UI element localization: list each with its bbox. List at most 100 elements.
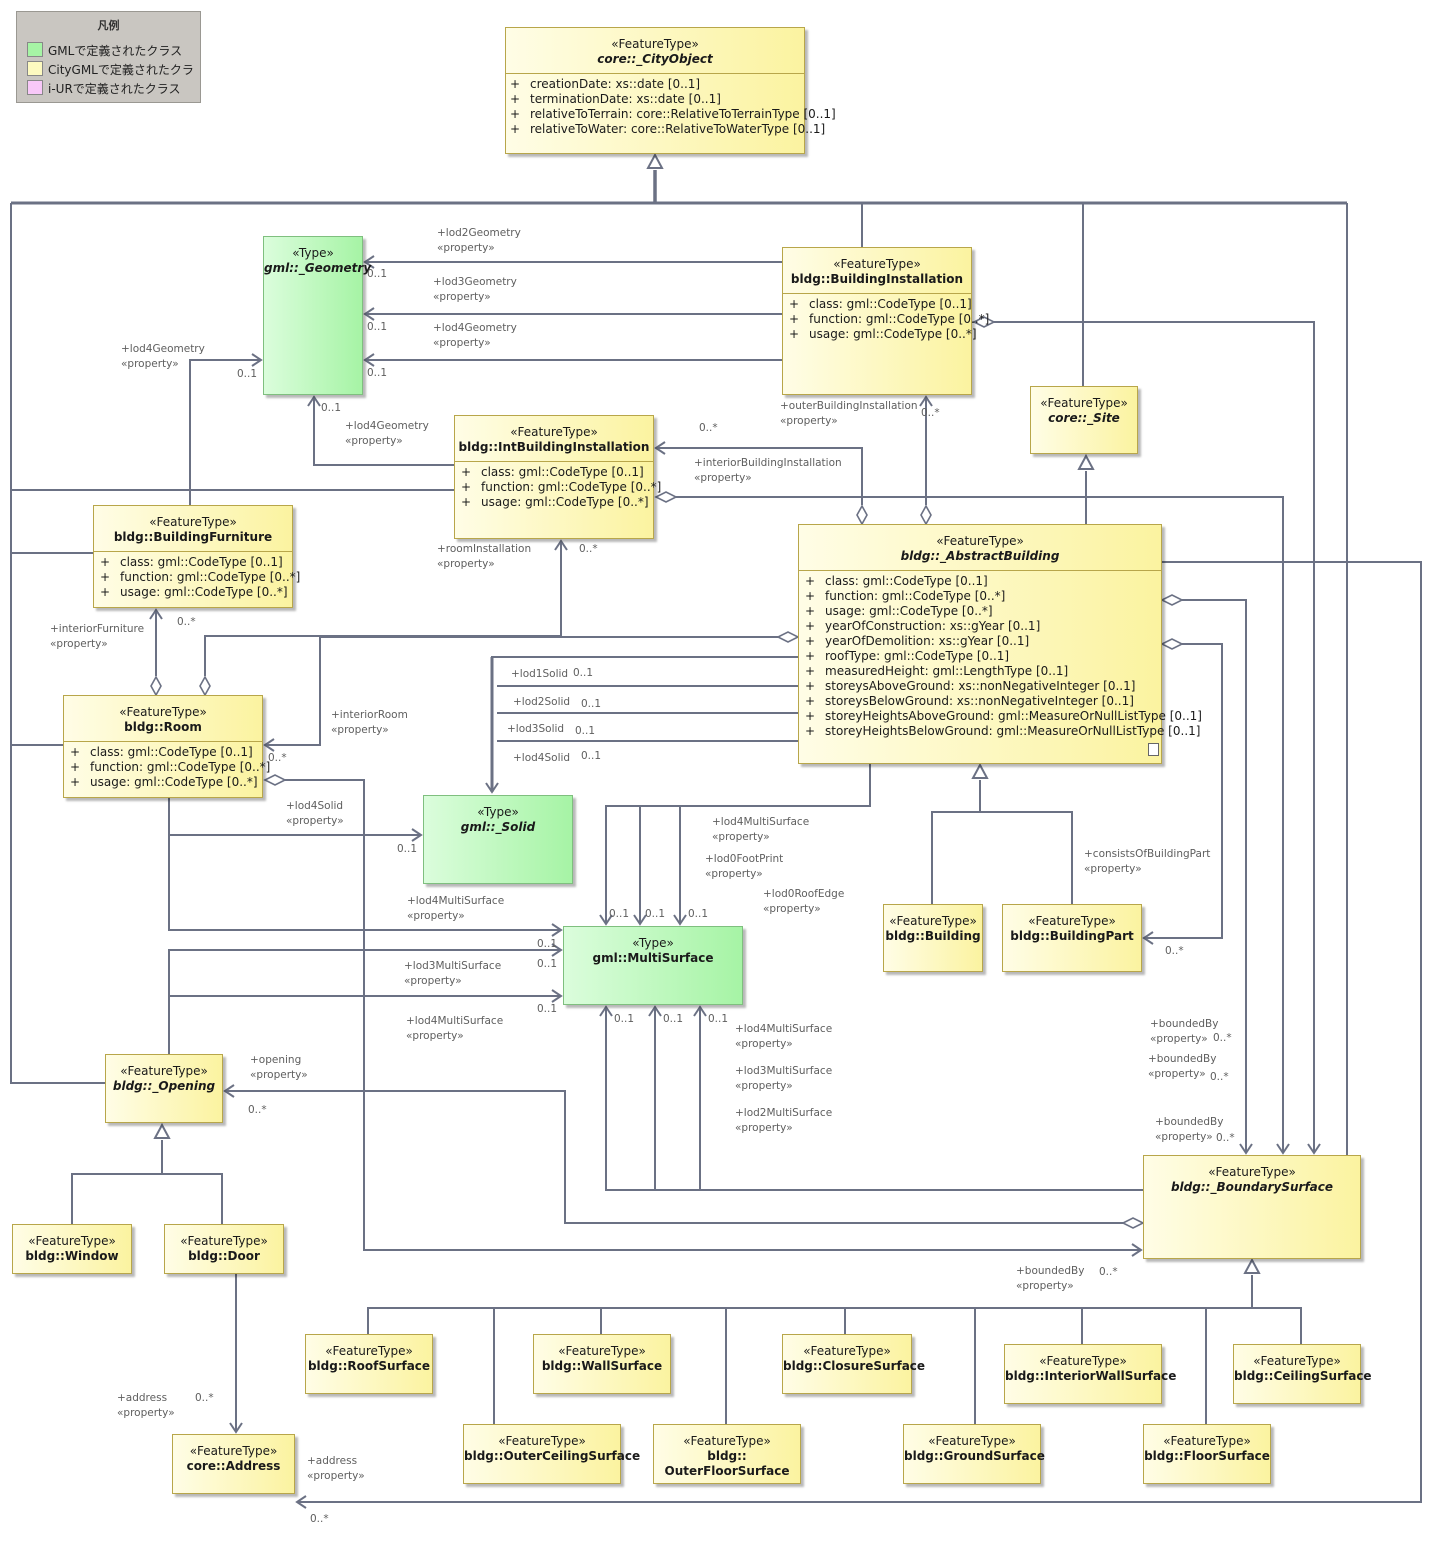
class-header: «FeatureType»bldg::BuildingInstallation — [783, 248, 971, 293]
association-label: +lod2MultiSurface «property» — [735, 1107, 833, 1134]
class-closuresurface[interactable]: «FeatureType»bldg::ClosureSurface — [782, 1334, 926, 1394]
stereotype: «FeatureType» — [119, 705, 207, 719]
class-header: «FeatureType»bldg::BuildingPart — [1003, 905, 1141, 950]
association-label: +lod3Solid — [507, 723, 565, 735]
legend-item-iur: i-URで定義されたクラス — [27, 80, 181, 97]
class-header: «FeatureType»bldg::_BoundarySurface — [1144, 1156, 1360, 1201]
connector — [363, 255, 375, 269]
class-roofsurface[interactable]: «FeatureType»bldg::RoofSurface — [305, 1334, 433, 1394]
class-building[interactable]: «FeatureType»bldg::Building — [883, 904, 983, 972]
class-header: «FeatureType»core::Address — [173, 1435, 294, 1480]
stereotype: «Type» — [292, 246, 334, 260]
class-window[interactable]: «FeatureType»bldg::Window — [12, 1224, 132, 1274]
class-header: «FeatureType»bldg::BuildingFurniture — [94, 506, 292, 551]
class-header: «Type»gml::_Geometry — [264, 237, 371, 282]
class-room[interactable]: «FeatureType»bldg::Room+class: gml::Code… — [63, 695, 270, 798]
connector — [1182, 599, 1247, 1153]
class-name: bldg::GroundSurface — [904, 1449, 1045, 1463]
class-floorsurface[interactable]: «FeatureType»bldg::FloorSurface — [1143, 1424, 1271, 1484]
association-label: +consistsOfBuildingPart «property» — [1084, 848, 1211, 875]
class-ceilingsurface[interactable]: «FeatureType»bldg::CeilingSurface — [1233, 1344, 1372, 1404]
attribute-list: +creationDate: xs::date [0..1]+terminati… — [506, 73, 836, 141]
class-intbuildinginstallation[interactable]: «FeatureType»bldg::IntBuildingInstallati… — [454, 415, 661, 539]
association-label: +lod2Geometry «property» — [437, 227, 521, 254]
association-label: 0..* — [310, 1513, 329, 1525]
association-label: +lod0RoofEdge «property» — [763, 888, 845, 915]
attribute: +creationDate: xs::date [0..1] — [510, 77, 701, 91]
attribute: +usage: gml::CodeType [0..*] — [70, 775, 258, 789]
class-address[interactable]: «FeatureType»core::Address — [172, 1434, 295, 1494]
connector — [1144, 643, 1223, 939]
connector — [931, 811, 1073, 904]
association-label: +lod4MultiSurface «property» — [735, 1023, 833, 1050]
attribute: +terminationDate: xs::date [0..1] — [510, 92, 721, 106]
stereotype: «FeatureType» — [1039, 1354, 1127, 1368]
class-door[interactable]: «FeatureType»bldg::Door — [164, 1224, 284, 1274]
association-label: 0..1 — [537, 958, 558, 970]
class-opening[interactable]: «FeatureType»bldg::_Opening — [105, 1054, 223, 1123]
class-header: «FeatureType»bldg::Building — [884, 905, 982, 950]
association-label: 0..1 — [537, 938, 558, 950]
stereotype: «Type» — [477, 805, 519, 819]
stereotype: «FeatureType» — [149, 515, 237, 529]
class-header: «FeatureType»bldg::GroundSurface — [904, 1425, 1045, 1470]
class-header: «FeatureType»bldg::WallSurface — [534, 1335, 670, 1380]
association-label: 0..* — [699, 422, 718, 434]
class-name: bldg::Building — [885, 929, 981, 943]
class-cityobject[interactable]: «FeatureType»core::_CityObject+creationD… — [505, 27, 836, 154]
class-header: «FeatureType»bldg::_AbstractBuilding — [799, 525, 1161, 570]
attribute: +measuredHeight: gml::LengthType [0..1] — [805, 664, 1069, 678]
legend-swatch — [27, 61, 43, 76]
stereotype: «FeatureType» — [1028, 914, 1116, 928]
class-interiorwallsurface[interactable]: «FeatureType»bldg::InteriorWallSurface — [1004, 1344, 1176, 1404]
class-name: gml::_Solid — [460, 820, 536, 834]
association-label: +address «property» — [117, 1392, 175, 1419]
class-outerfloorsurface[interactable]: «FeatureType»bldg:: OuterFloorSurface — [653, 1424, 801, 1484]
association-label: +lod4Geometry «property» — [121, 343, 205, 370]
connector — [297, 561, 1422, 1503]
class-outerceilingsurface[interactable]: «FeatureType»bldg::OuterCeilingSurface — [463, 1424, 640, 1484]
attribute: +class: gml::CodeType [0..1] — [100, 555, 283, 569]
class-buildingpart[interactable]: «FeatureType»bldg::BuildingPart — [1002, 904, 1142, 972]
association-label: +interiorRoom «property» — [331, 709, 408, 736]
association-label: +lod4Geometry «property» — [433, 322, 517, 349]
generalization-arrow — [971, 762, 989, 779]
class-header: «FeatureType»bldg::CeilingSurface — [1234, 1345, 1372, 1390]
association-label: +boundedBy «property» — [1016, 1265, 1085, 1292]
class-solid[interactable]: «Type»gml::_Solid — [423, 795, 573, 884]
stereotype: «FeatureType» — [936, 534, 1024, 548]
class-site[interactable]: «FeatureType»core::_Site — [1030, 386, 1138, 454]
legend-item-gml: GMLで定義されたクラス — [27, 42, 182, 59]
attribute: +storeyHeightsAboveGround: gml::MeasureO… — [805, 709, 1202, 723]
class-abstractbuilding[interactable]: «FeatureType»bldg::_AbstractBuilding+cla… — [798, 524, 1202, 764]
stereotype: «FeatureType» — [1163, 1434, 1251, 1448]
connector — [168, 949, 561, 1054]
class-buildinginstallation[interactable]: «FeatureType»bldg::BuildingInstallation+… — [782, 247, 989, 395]
attribute: +usage: gml::CodeType [0..*] — [100, 585, 288, 599]
class-groundsurface[interactable]: «FeatureType»bldg::GroundSurface — [903, 1424, 1045, 1484]
legend: 凡例 GMLで定義されたクラス CityGMLで定義されたクラス i-URで定義… — [16, 11, 201, 103]
association-label: 0..* — [248, 1104, 267, 1116]
attribute: +usage: gml::CodeType [0..*] — [805, 604, 993, 618]
association-label: +lod4MultiSurface «property» — [406, 1015, 504, 1042]
attribute: +storeysBelowGround: xs::nonNegativeInte… — [805, 694, 1134, 708]
class-multisurface[interactable]: «Type»gml::MultiSurface — [563, 926, 743, 1005]
connector — [554, 539, 568, 551]
class-name: gml::MultiSurface — [592, 951, 714, 965]
class-geometry[interactable]: «Type»gml::_Geometry — [263, 236, 371, 395]
class-wallsurface[interactable]: «FeatureType»bldg::WallSurface — [533, 1334, 671, 1394]
association-label: +lod4MultiSurface «property» — [712, 816, 810, 843]
attribute: +usage: gml::CodeType [0..*] — [461, 495, 649, 509]
association-label: +lod3MultiSurface «property» — [735, 1065, 833, 1092]
aggregation-diamond — [1160, 594, 1184, 606]
stereotype: «FeatureType» — [928, 1434, 1016, 1448]
class-name: bldg::ClosureSurface — [783, 1359, 926, 1373]
class-name: bldg:: OuterFloorSurface — [664, 1449, 790, 1478]
association-label: 0..* — [195, 1392, 214, 1404]
class-name: core::_CityObject — [597, 52, 713, 66]
association-label: 0..1 — [367, 321, 388, 333]
class-boundarysurface[interactable]: «FeatureType»bldg::_BoundarySurface — [1143, 1155, 1361, 1259]
class-buildingfurniture[interactable]: «FeatureType»bldg::BuildingFurniture+cla… — [93, 505, 300, 608]
class-name: bldg::_AbstractBuilding — [900, 549, 1060, 563]
class-header: «FeatureType»bldg::Window — [13, 1225, 131, 1270]
